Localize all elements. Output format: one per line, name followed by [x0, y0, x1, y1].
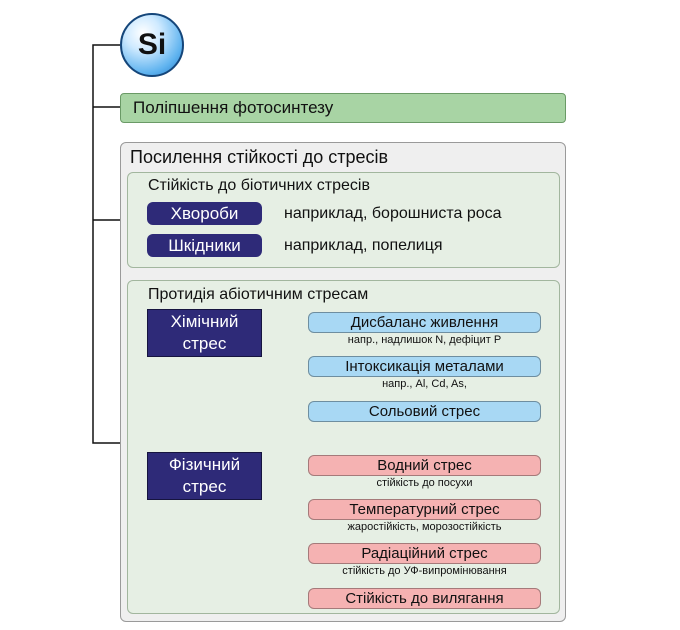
salt-stress-label: Сольовий стрес [368, 403, 481, 420]
physical-stress-line1: Фізичний [168, 455, 241, 474]
diseases-pill: Хвороби [147, 202, 262, 225]
diseases-label: Хвороби [170, 203, 239, 223]
nutrient-imbalance-label: Дисбаланс живлення [350, 314, 499, 331]
pests-label: Шкідники [168, 235, 241, 255]
diseases-example: наприклад, борошниста роса [284, 205, 502, 222]
metal-toxicity-box: Інтоксикація металами [308, 356, 541, 377]
radiation-stress-note: стійкість до УФ-випромінювання [342, 565, 507, 577]
pests-pill: Шкідники [147, 234, 262, 257]
silicon-symbol: Si [120, 13, 184, 77]
nutrient-imbalance-box: Дисбаланс живлення [308, 312, 541, 333]
stress-resistance-title: Посилення стійкості до стресів [130, 147, 389, 167]
metal-toxicity-label: Інтоксикація металами [345, 358, 504, 375]
lodging-resistance-box: Стійкість до вилягання [308, 588, 541, 609]
main-connector [92, 44, 120, 444]
photosynthesis-label: Поліпшення фотосинтезу [133, 98, 334, 117]
water-stress-box: Водний стрес [308, 455, 541, 476]
temperature-stress-box: Температурний стрес [308, 499, 541, 520]
salt-stress-box: Сольовий стрес [308, 401, 541, 422]
metal-toxicity-note: напр., Al, Cd, As, [382, 378, 467, 390]
photosynthesis-box: Поліпшення фотосинтезу [120, 93, 566, 123]
biotic-stress-title: Стійкість до біотичних стресів [148, 177, 370, 194]
lodging-resistance-label: Стійкість до вилягання [345, 590, 504, 607]
abiotic-stress-title: Протидія абіотичним стресам [148, 286, 369, 303]
radiation-stress-label: Радіаційний стрес [361, 545, 488, 562]
nutrient-imbalance-note: напр., надлишок N, дефіцит P [347, 334, 502, 346]
chemical-stress-line1: Хімічний [170, 312, 239, 331]
chemical-stress-label: Хімічний стрес [147, 309, 262, 357]
radiation-stress-box: Радіаційний стрес [308, 543, 541, 564]
silicon-symbol-text: Si [137, 28, 167, 61]
physical-stress-label: Фізичний стрес [147, 452, 262, 500]
temperature-stress-label: Температурний стрес [349, 501, 500, 518]
physical-stress-line2: стрес [182, 477, 227, 496]
water-stress-note: стійкість до посухи [376, 477, 473, 489]
water-stress-label: Водний стрес [377, 457, 472, 474]
pests-example: наприклад, попелиця [284, 237, 443, 254]
temperature-stress-note: жаростійкість, морозостійкість [347, 521, 502, 533]
chemical-stress-line2: стрес [182, 334, 227, 353]
